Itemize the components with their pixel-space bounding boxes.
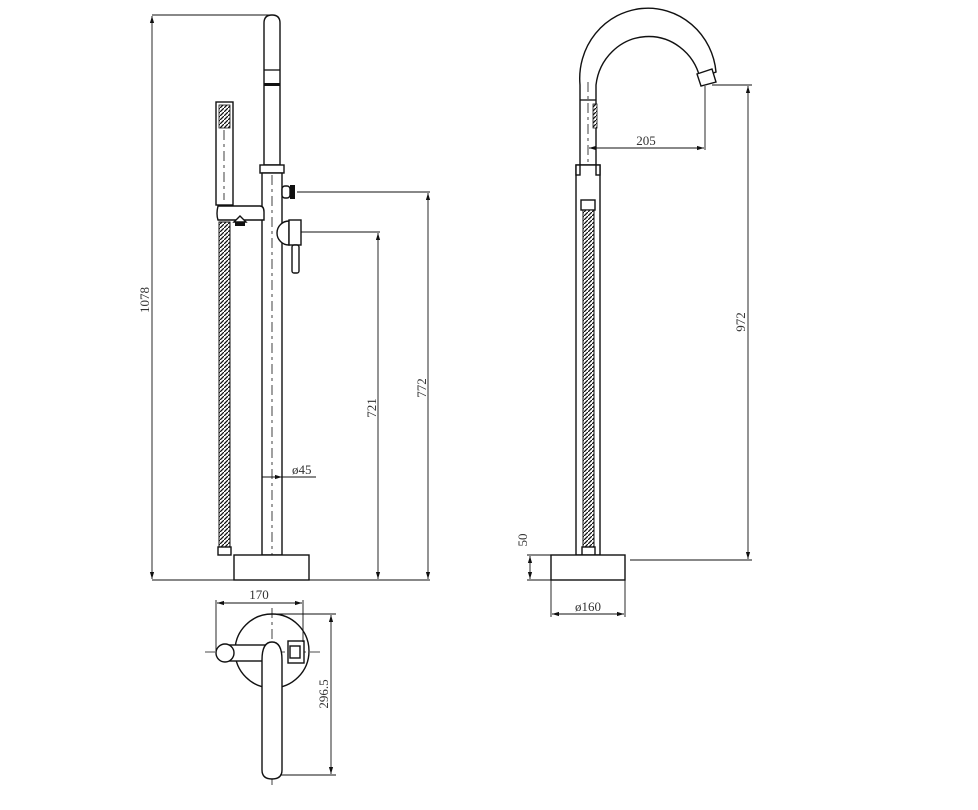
dim-top-width: 170	[215, 587, 304, 652]
diverter-knob	[281, 185, 295, 199]
dim-label-772: 772	[414, 378, 429, 398]
dim-total-height: 1078	[137, 14, 430, 581]
dim-spout-height: 972	[630, 84, 752, 561]
top-view: 170 296.5	[205, 587, 336, 785]
pullout-grip	[592, 103, 598, 129]
floor-base-front	[550, 554, 626, 581]
dim-label-721: 721	[364, 398, 379, 418]
dim-label-45: ø45	[292, 462, 312, 477]
column-front	[575, 164, 601, 556]
front-view: 205 972 50 ø160	[515, 7, 752, 617]
dim-label-170: 170	[249, 587, 269, 602]
dim-label-50: 50	[515, 534, 530, 547]
riser-tube	[263, 14, 281, 166]
dim-top-depth: 296.5	[275, 613, 336, 776]
mixer-lever	[276, 219, 302, 274]
shower-hose	[218, 221, 231, 549]
side-view: 1078 772 721	[137, 14, 431, 581]
dim-column-diameter: ø45	[262, 462, 316, 480]
diverter-top	[287, 640, 305, 664]
dim-base-diameter: ø160	[550, 580, 626, 617]
spout-top	[261, 641, 283, 780]
dim-label-1078: 1078	[137, 287, 152, 313]
dim-base-height: 50	[515, 534, 551, 581]
spout-nozzle	[696, 68, 717, 87]
front-hose	[582, 209, 595, 549]
dim-label-160: ø160	[575, 599, 601, 614]
dim-spout-reach: 205	[589, 86, 706, 151]
dim-label-296-5: 296.5	[316, 679, 331, 708]
dim-lever-height: 721	[301, 231, 381, 579]
dim-diverter-height: 772	[297, 191, 431, 579]
dim-label-205: 205	[636, 133, 656, 148]
gooseneck-spout	[579, 7, 717, 166]
hand-shower	[215, 101, 265, 226]
collar	[259, 164, 285, 174]
floor-base	[233, 554, 310, 581]
dim-label-972: 972	[733, 312, 748, 332]
